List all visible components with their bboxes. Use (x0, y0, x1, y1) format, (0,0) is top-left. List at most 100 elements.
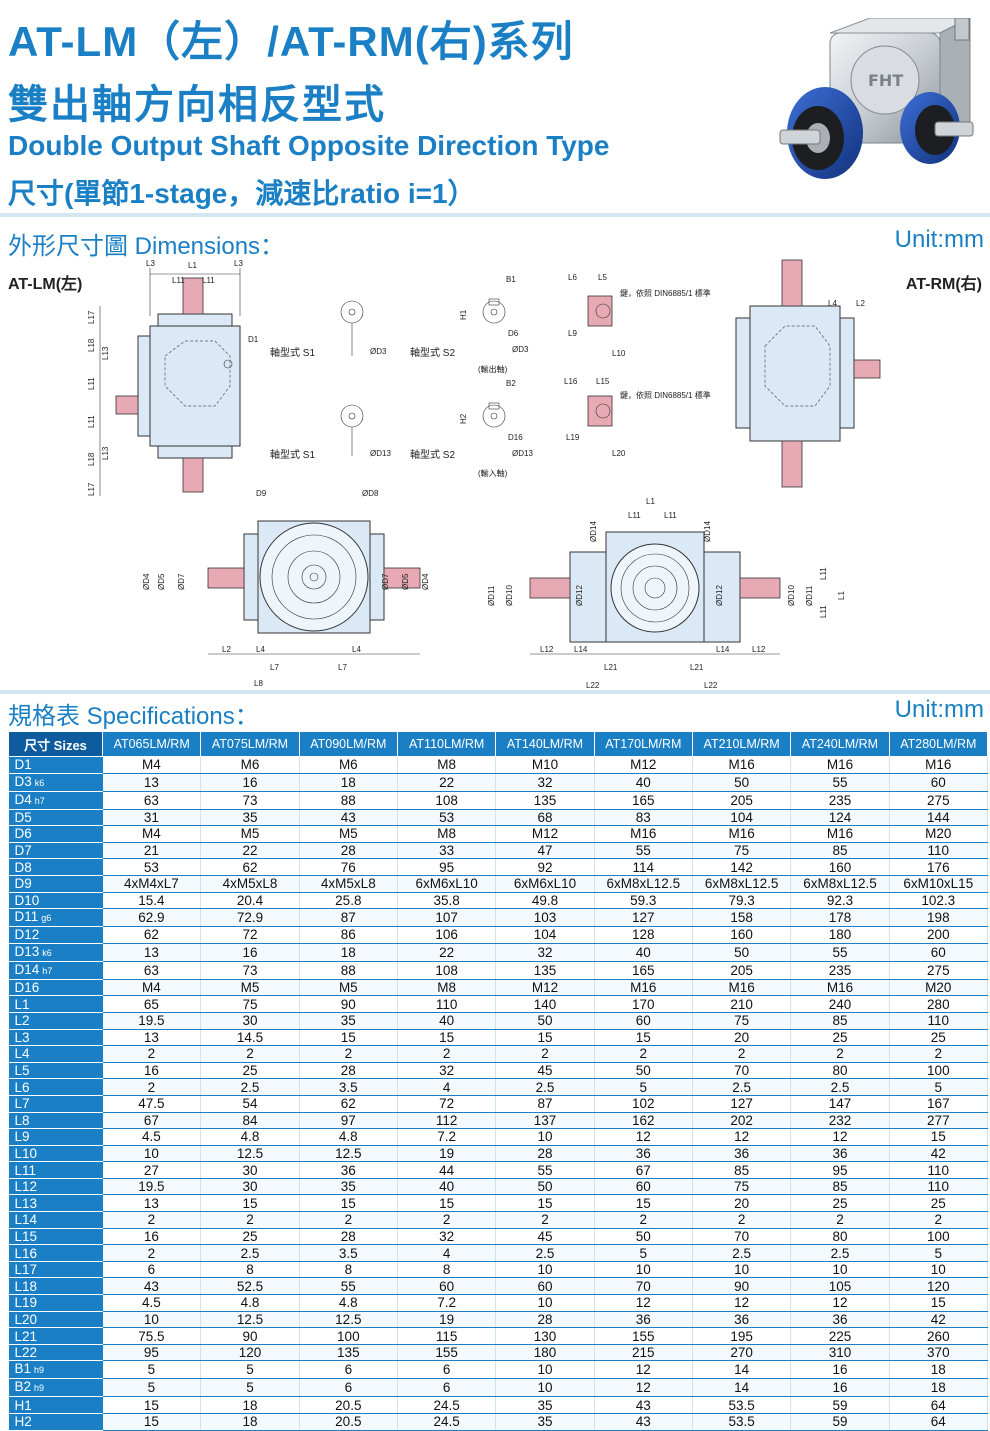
dim-l22: L22 (586, 681, 600, 690)
table-cell: 35 (200, 809, 300, 827)
table-cell: 2.5 (692, 1244, 792, 1262)
table-cell: 16 (790, 1378, 890, 1398)
row-label-text: L8 (14, 1112, 30, 1128)
dim-h2: H2 (459, 413, 468, 424)
row-label: D10 (8, 892, 103, 910)
table-cell: 22 (397, 773, 497, 792)
table-cell: 19 (397, 1311, 497, 1329)
table-cell: 8 (299, 1261, 398, 1279)
dimensions-unit: Unit:mm (894, 226, 984, 253)
table-cell: 32 (397, 1228, 497, 1246)
table-cell: M16 (594, 979, 693, 997)
dim-d7: ØD7 (177, 573, 186, 590)
table-cell: 16 (102, 1228, 202, 1246)
table-cell: 90 (692, 1277, 792, 1296)
table-cell: 2 (397, 1045, 497, 1063)
table-cell: 15 (397, 1029, 497, 1047)
dim-d3-b: ØD3 (512, 345, 529, 354)
spec-column-header: AT110LM/RM (396, 731, 497, 757)
dim-b1: B1 (506, 275, 516, 284)
dim-l7: L7 (270, 663, 279, 672)
table-cell: 12 (594, 1378, 693, 1398)
table-cell: 90 (299, 995, 398, 1013)
table-cell: M10 (495, 756, 595, 774)
table-cell: M16 (692, 756, 792, 774)
dim-d10: ØD10 (505, 585, 514, 606)
table-cell: 50 (692, 943, 792, 962)
table-cell: 22 (200, 842, 300, 860)
dim-b2: B2 (506, 379, 516, 388)
table-cell: 6xM8xL12.5 (790, 875, 890, 893)
section-divider (0, 213, 990, 217)
table-cell: 15 (889, 1294, 989, 1312)
table-cell: 15 (102, 1396, 202, 1414)
table-cell: 205 (692, 791, 792, 810)
row-label: L14 (8, 1211, 103, 1229)
table-cell: M16 (790, 979, 890, 997)
row-label-text: L15 (14, 1228, 38, 1244)
table-cell: 55 (790, 943, 890, 962)
spec-column-header: AT240LM/RM (790, 731, 890, 757)
table-cell: 50 (594, 1228, 693, 1246)
row-label-text: D9 (14, 876, 32, 892)
row-label-text: L1 (14, 996, 30, 1012)
row-label: L1 (8, 995, 103, 1013)
spec-corner-header: 尺寸 Sizes (8, 731, 103, 757)
table-cell: 16 (200, 773, 300, 792)
dim-l17: L17 (87, 310, 96, 324)
dim-d5: ØD5 (157, 573, 166, 590)
table-cell: 100 (299, 1327, 398, 1345)
table-cell: 50 (692, 773, 792, 792)
table-cell: 12.5 (299, 1145, 398, 1163)
table-cell: 53 (397, 809, 497, 827)
drawing-shaft-types: 軸型式 S1 ØD3 B1 H1 D6 軸型式 S2 ØD3 (輸出軸) 軸型式… (270, 275, 533, 478)
table-cell: 2.5 (200, 1244, 300, 1262)
table-cell: 2 (397, 1211, 497, 1229)
table-cell: 14 (692, 1378, 792, 1398)
table-cell: 135 (495, 791, 595, 810)
dim-l4: L4 (256, 645, 265, 654)
row-label: L8 (8, 1112, 103, 1130)
dim-l12: L12 (540, 645, 554, 654)
table-cell: 76 (299, 858, 398, 876)
table-cell: 4.5 (102, 1294, 202, 1312)
table-cell: 65 (102, 995, 202, 1013)
table-cell: 25 (200, 1228, 300, 1246)
table-cell: 110 (397, 995, 497, 1013)
table-cell: 2 (889, 1045, 989, 1063)
row-label-text: D7 (14, 843, 32, 859)
row-label: D9 (8, 875, 103, 893)
table-cell: 79.3 (692, 892, 792, 910)
table-cell: 92 (495, 858, 595, 876)
table-cell: 60 (495, 1277, 595, 1296)
table-cell: 2 (790, 1045, 890, 1063)
table-cell: 28 (299, 1228, 398, 1246)
table-cell: 120 (200, 1344, 300, 1362)
table-cell: 20 (692, 1194, 792, 1213)
table-cell: 2 (102, 1244, 202, 1262)
table-cell: 6 (299, 1378, 398, 1398)
row-label: L17 (8, 1261, 103, 1279)
table-cell: 6xM6xL10 (495, 875, 595, 893)
table-cell: 2 (495, 1211, 595, 1229)
dim-d9: D9 (256, 489, 267, 498)
table-cell: 43 (102, 1277, 202, 1296)
table-cell: 15 (495, 1029, 595, 1047)
table-cell: 30 (200, 1178, 300, 1196)
spec-column-header: AT075LM/RM (200, 731, 300, 757)
table-cell: 127 (692, 1095, 792, 1113)
table-cell: 50 (495, 1012, 595, 1030)
table-cell: 87 (299, 908, 398, 928)
table-cell: 108 (397, 961, 497, 980)
shaft-type-s1: 軸型式 S1 (270, 346, 315, 359)
table-cell: 63 (102, 791, 202, 810)
table-cell: 128 (594, 926, 693, 944)
table-cell: 180 (495, 1344, 595, 1362)
